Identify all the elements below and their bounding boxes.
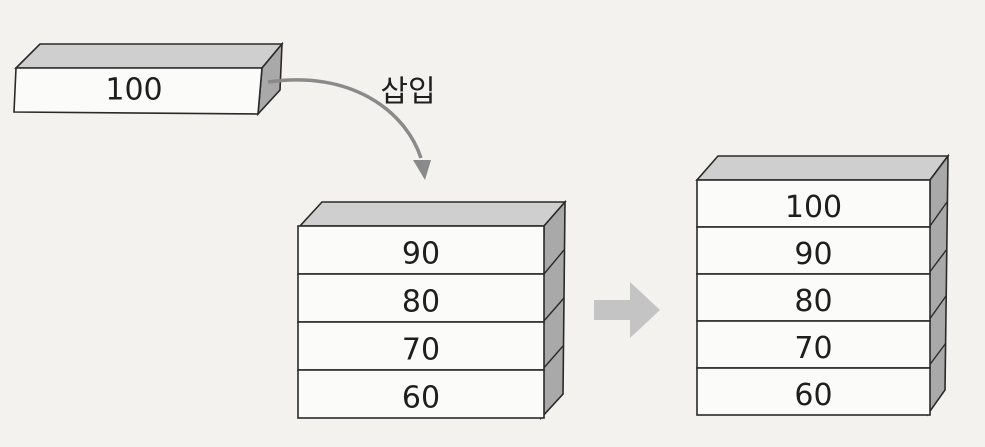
stack-after-side-seam: [928, 295, 947, 321]
incoming-block-face: [13, 67, 263, 115]
stack-after-side: [927, 153, 949, 417]
incoming-block: 100: [13, 41, 284, 117]
stack-before-cell: [297, 369, 545, 419]
stack-after-cell: [696, 367, 931, 416]
insert-arrow: [267, 78, 431, 180]
stack-before-cell: [297, 273, 545, 323]
stack-before-value: 90: [402, 237, 440, 272]
stack-after-value: 80: [794, 284, 832, 319]
stack-before-value: 80: [402, 285, 440, 320]
stack-after-value: 60: [794, 378, 832, 413]
stack-after-side-seam: [927, 342, 947, 368]
insert-arrowhead: [413, 160, 431, 180]
transition-arrow: [594, 282, 660, 338]
stack-after-cell: [696, 179, 931, 228]
stack-after-side-seam: [929, 201, 948, 227]
stack-before-cell: [297, 321, 545, 371]
stack-after-side-seam: [928, 248, 948, 274]
stack-before-side-seam: [542, 297, 565, 323]
stack-before-value: 60: [402, 381, 440, 416]
stack-before-side-seam: [541, 345, 564, 371]
insert-arrow-curve: [267, 78, 423, 159]
transition-arrow-shape: [594, 282, 660, 338]
stack-after-value: 70: [794, 331, 832, 366]
incoming-block-top: [14, 43, 284, 69]
stack-after-cell: [696, 320, 931, 369]
incoming-block-value: 100: [105, 73, 162, 108]
stack-after: 100 90 80 70 60: [695, 153, 950, 417]
stack-after-value: 100: [785, 190, 842, 225]
stack-before: 90 80 70 60: [297, 199, 567, 421]
insert-label: 삽입: [380, 75, 435, 110]
stack-before-side-seam: [543, 249, 565, 275]
stack-after-top: [695, 155, 950, 181]
stack-after-cell: [696, 226, 931, 275]
stack-before-top: [298, 201, 567, 227]
stack-after-value: 90: [794, 237, 832, 272]
stack-before-cell: [297, 225, 545, 275]
stack-before-value: 70: [402, 333, 440, 368]
